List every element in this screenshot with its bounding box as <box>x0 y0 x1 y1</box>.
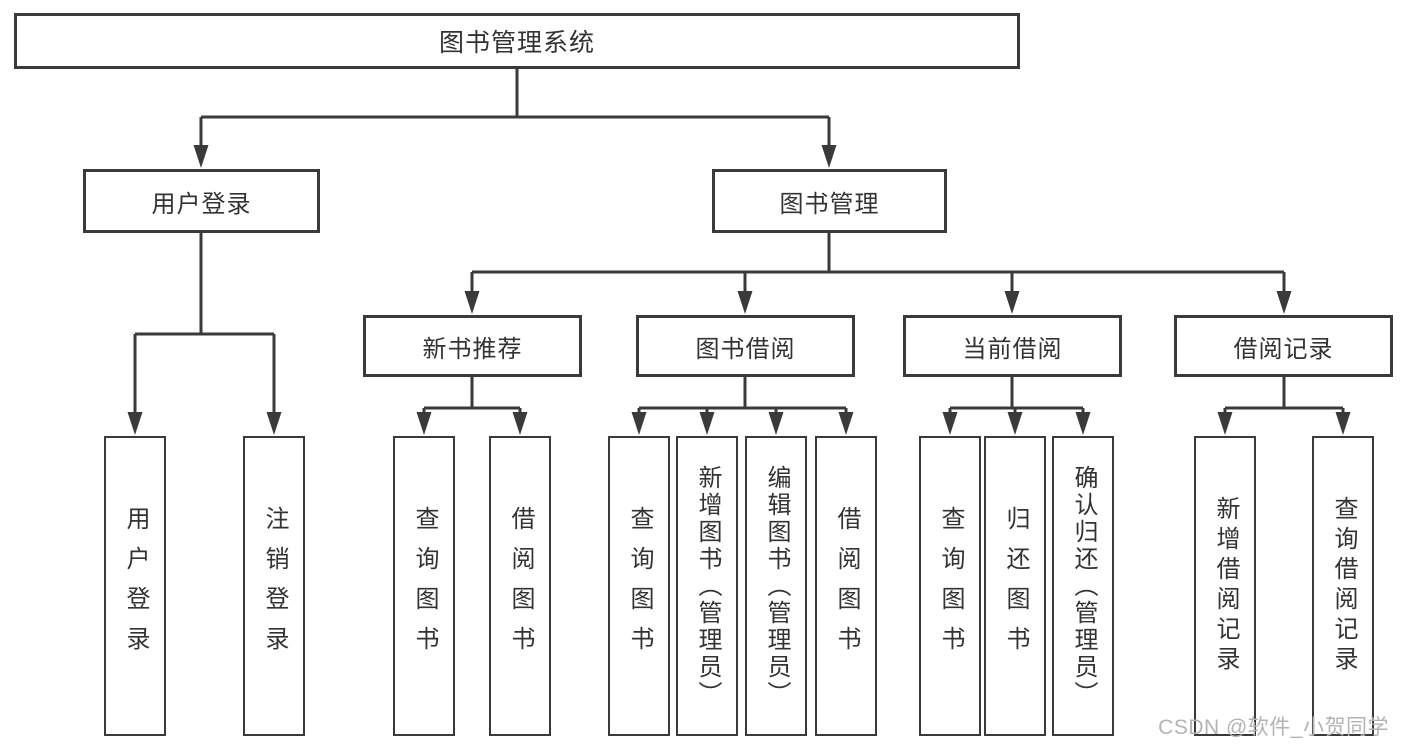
leaf-query-books-current: 查询图书 <box>919 436 981 736</box>
leaf-query-books-borrow: 查询图书 <box>608 436 670 736</box>
tree-edges <box>133 69 1345 414</box>
leaf-return-book-label: 归还图书 <box>1002 506 1029 666</box>
leaf-borrow-books: 借阅图书 <box>815 436 877 736</box>
leaf-add-borrow-record: 新增借阅记录 <box>1194 436 1256 736</box>
leaf-add-borrow-record-label: 新增借阅记录 <box>1212 496 1239 676</box>
leaf-query-books-borrow-label: 查询图书 <box>626 506 653 666</box>
node-borrow-records: 借阅记录 <box>1174 315 1393 377</box>
node-user-login-label: 用户登录 <box>151 190 252 218</box>
leaf-return-book: 归还图书 <box>984 436 1046 736</box>
node-new-book-recommend-label: 新书推荐 <box>422 335 523 363</box>
leaf-add-book-admin-label: 新增图书（管理员） <box>694 464 721 708</box>
node-book-management-label: 图书管理 <box>779 190 880 218</box>
watermark: CSDN @软件_小贺同学 <box>1158 716 1389 739</box>
leaf-logout: 注销登录 <box>243 436 305 736</box>
leaf-user-login: 用户登录 <box>104 436 166 736</box>
node-new-book-recommend: 新书推荐 <box>363 315 582 377</box>
leaf-query-borrow-record: 查询借阅记录 <box>1312 436 1374 736</box>
leaf-logout-label: 注销登录 <box>261 506 288 666</box>
leaf-user-login-label: 用户登录 <box>122 506 149 666</box>
node-current-borrow-label: 当前借阅 <box>962 335 1063 363</box>
leaf-edit-book-admin: 编辑图书（管理员） <box>745 436 807 736</box>
leaf-query-borrow-record-label: 查询借阅记录 <box>1330 496 1357 676</box>
node-root-label: 图书管理系统 <box>438 29 595 57</box>
node-user-login: 用户登录 <box>83 169 320 233</box>
node-book-borrow-label: 图书借阅 <box>695 335 796 363</box>
leaf-confirm-return-admin: 确认归还（管理员） <box>1052 436 1114 736</box>
node-book-management: 图书管理 <box>712 169 947 233</box>
node-current-borrow: 当前借阅 <box>903 315 1122 377</box>
leaf-borrow-books-recommend: 借阅图书 <box>489 436 551 736</box>
leaf-query-books-current-label: 查询图书 <box>937 506 964 666</box>
leaf-confirm-return-admin-label: 确认归还（管理员） <box>1070 464 1097 708</box>
node-root: 图书管理系统 <box>14 13 1020 69</box>
leaf-edit-book-admin-label: 编辑图书（管理员） <box>763 464 790 708</box>
leaf-query-books-recommend-label: 查询图书 <box>411 506 438 666</box>
leaf-borrow-books-recommend-label: 借阅图书 <box>507 506 534 666</box>
node-book-borrow: 图书借阅 <box>636 315 855 377</box>
leaf-borrow-books-label: 借阅图书 <box>833 506 860 666</box>
node-borrow-records-label: 借阅记录 <box>1233 335 1334 363</box>
leaf-query-books-recommend: 查询图书 <box>393 436 455 736</box>
leaf-add-book-admin: 新增图书（管理员） <box>676 436 738 736</box>
